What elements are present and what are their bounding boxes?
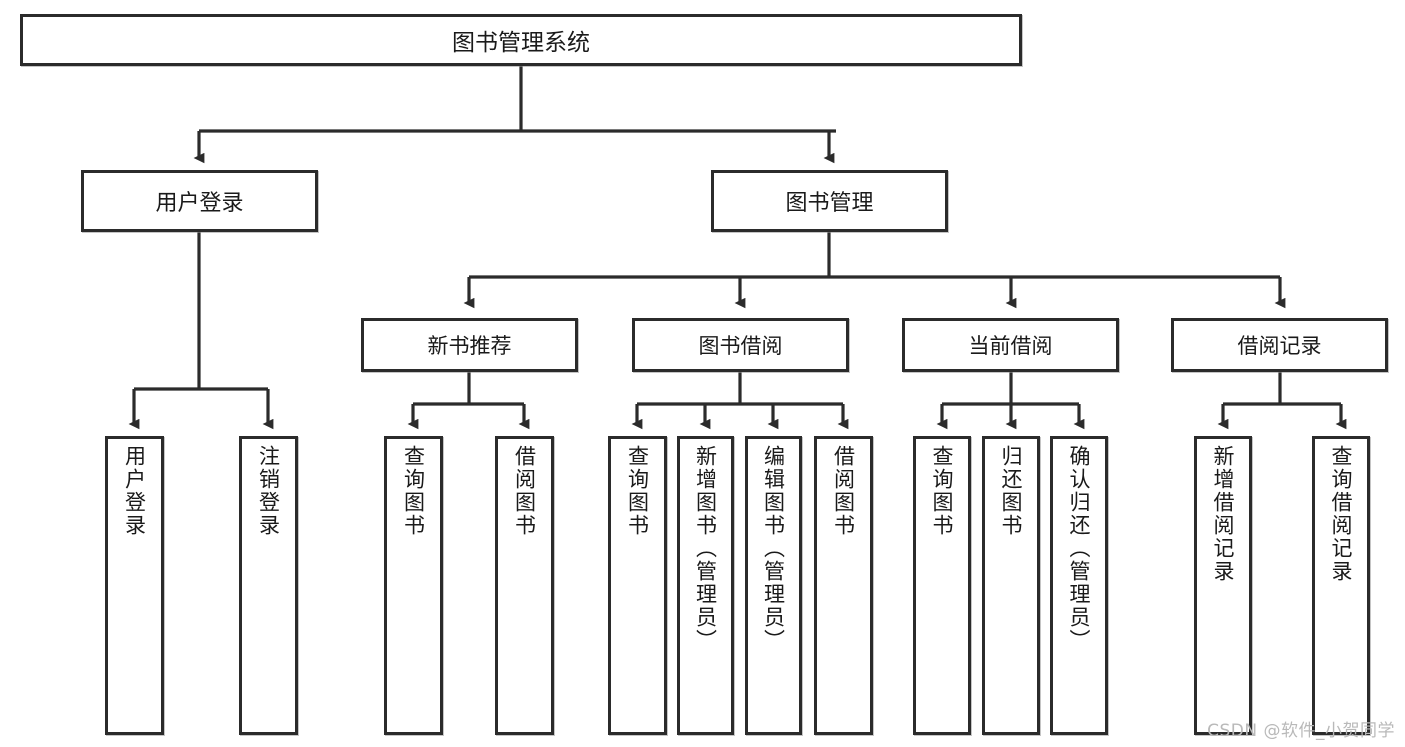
node-label: 编辑图书（管理员）: [761, 445, 786, 652]
node-label: 查询图书: [625, 445, 650, 537]
node-book-management[interactable]: 图书管理: [711, 170, 948, 232]
node-label: 查询借阅记录: [1329, 445, 1354, 583]
node-label: 图书管理: [785, 191, 874, 216]
leaf-query-borrow-record[interactable]: 查询借阅记录: [1312, 436, 1370, 735]
node-label: 确认归还（管理员）: [1067, 445, 1092, 652]
node-new-book-recommend[interactable]: 新书推荐: [361, 318, 578, 372]
node-label: 新书推荐: [427, 334, 512, 358]
node-label: 用户登录: [122, 445, 147, 537]
leaf-borrow-book[interactable]: 借阅图书: [814, 436, 873, 735]
node-user-login[interactable]: 用户登录: [81, 170, 318, 232]
node-label: 查询图书: [401, 445, 426, 537]
node-label: 归还图书: [999, 445, 1024, 537]
leaf-add-book-admin[interactable]: 新增图书（管理员）: [677, 436, 734, 735]
node-label: 借阅图书: [831, 445, 856, 537]
node-label: 新增借阅记录: [1211, 445, 1236, 583]
node-current-borrow[interactable]: 当前借阅: [902, 318, 1119, 372]
watermark-text: CSDN @软件_小贺同学: [1207, 721, 1395, 741]
node-label: 用户登录: [155, 191, 244, 216]
leaf-edit-book-admin[interactable]: 编辑图书（管理员）: [745, 436, 802, 735]
node-book-borrow[interactable]: 图书借阅: [632, 318, 849, 372]
node-label: 图书管理系统: [452, 30, 590, 56]
leaf-query-book-current[interactable]: 查询图书: [913, 436, 971, 735]
leaf-borrow-book-recommend[interactable]: 借阅图书: [495, 436, 554, 735]
node-label: 借阅记录: [1237, 334, 1322, 358]
node-borrow-record[interactable]: 借阅记录: [1171, 318, 1388, 372]
leaf-return-book[interactable]: 归还图书: [982, 436, 1040, 735]
leaf-query-book-recommend[interactable]: 查询图书: [384, 436, 443, 735]
node-root-system[interactable]: 图书管理系统: [20, 14, 1022, 66]
leaf-logout[interactable]: 注销登录: [239, 436, 298, 735]
leaf-add-borrow-record[interactable]: 新增借阅记录: [1194, 436, 1252, 735]
node-label: 查询图书: [930, 445, 955, 537]
node-label: 新增图书（管理员）: [693, 445, 718, 652]
node-label: 当前借阅: [968, 334, 1053, 358]
leaf-user-login[interactable]: 用户登录: [105, 436, 164, 735]
node-label: 借阅图书: [512, 445, 537, 537]
leaf-confirm-return-admin[interactable]: 确认归还（管理员）: [1050, 436, 1108, 735]
leaf-query-book-borrow[interactable]: 查询图书: [608, 436, 667, 735]
node-label: 注销登录: [256, 445, 281, 537]
node-label: 图书借阅: [698, 334, 783, 358]
